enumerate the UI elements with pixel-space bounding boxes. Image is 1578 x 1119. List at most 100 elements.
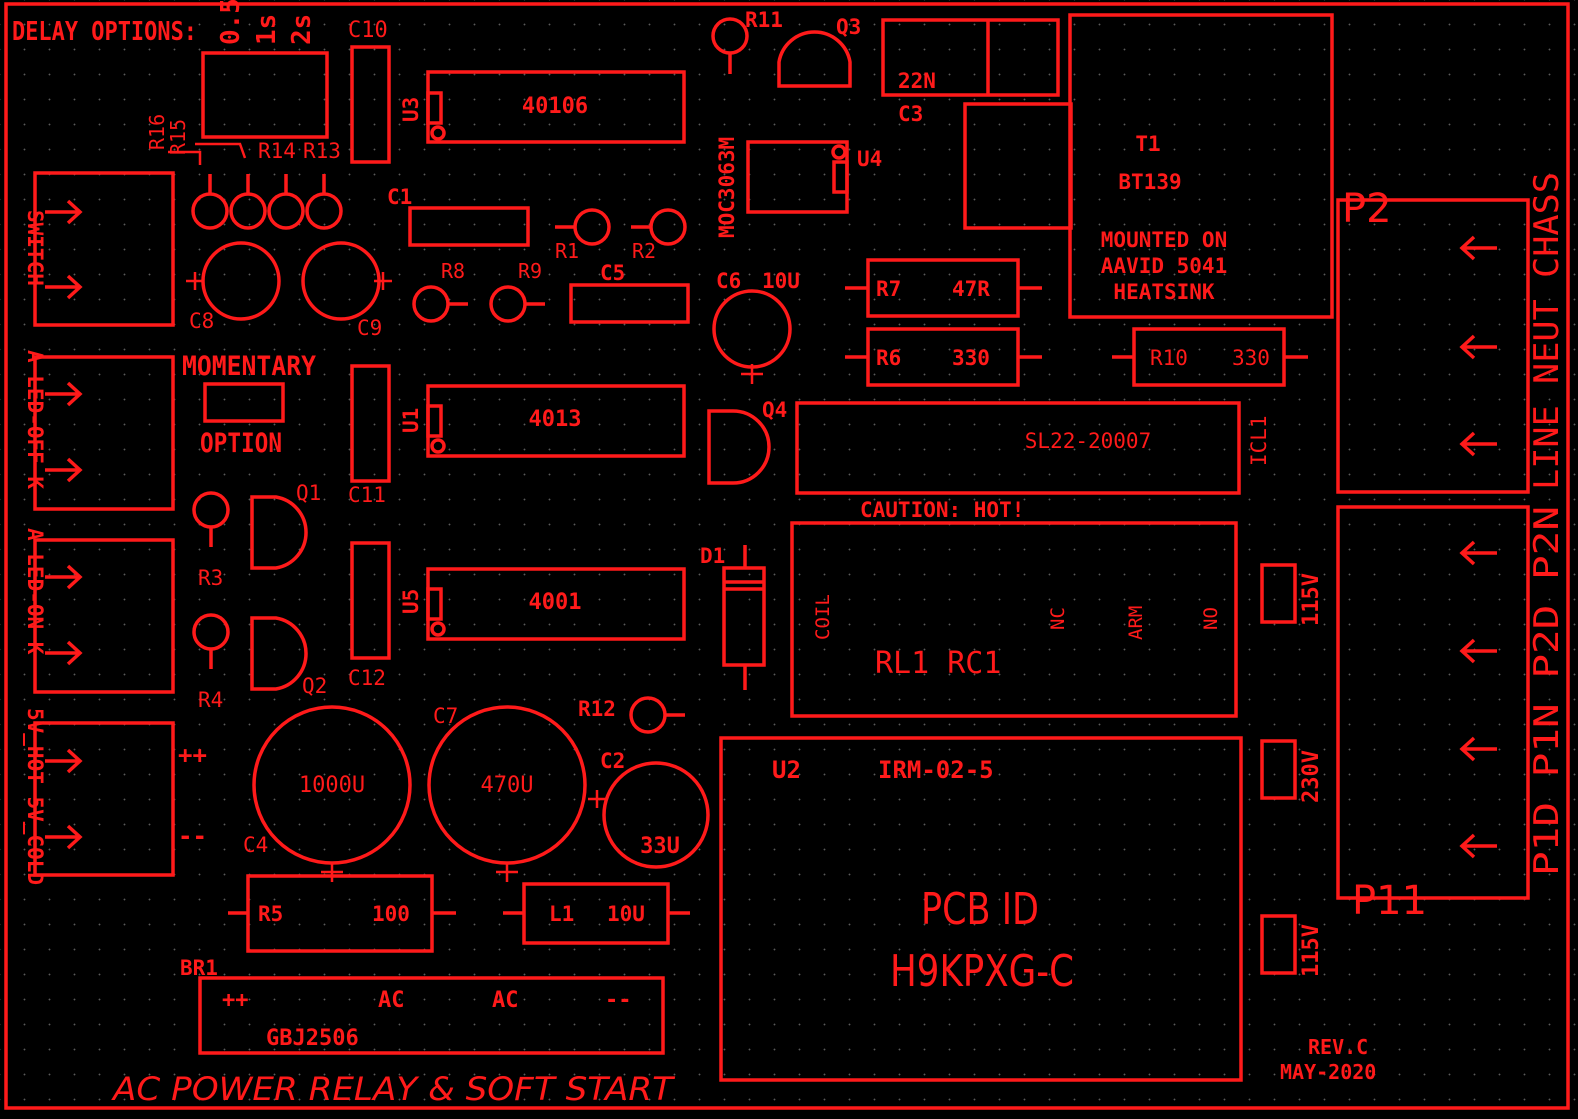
r15-label: R15: [166, 119, 190, 155]
led-off-connector: [33, 355, 175, 511]
option-label: OPTION: [200, 428, 282, 459]
v230-label: 230V: [1299, 750, 1324, 803]
q2-outline: [250, 616, 308, 691]
r11-label: R11: [745, 8, 783, 32]
momentary-label: MOMENTARY: [182, 351, 317, 382]
p2-arrows: [1459, 235, 1497, 457]
p2-connector: [1336, 198, 1530, 494]
c3-outline: [881, 18, 1060, 97]
c4-label: C4: [243, 833, 268, 857]
u2-value: IRM-02-5: [878, 756, 994, 784]
c12-outline: [350, 541, 391, 660]
led-off-label: A LED-OFF K: [23, 350, 47, 489]
c7-footprint: [427, 705, 587, 882]
relay-no-label: NO: [1200, 607, 1222, 630]
switch-arrows: [45, 199, 83, 300]
r10-footprint: [1112, 327, 1308, 387]
momentary-jumper: [203, 382, 285, 423]
u3-pin1: [430, 125, 446, 141]
delay-options-label: DELAY OPTIONS:: [12, 17, 197, 47]
u5-value: 4001: [529, 590, 582, 615]
r7-value: 47R: [952, 277, 990, 301]
delay-1s-label: 1s: [252, 14, 282, 45]
r10-label: R10: [1150, 346, 1188, 370]
c11-outline: [350, 364, 391, 483]
r11-footprint: [711, 17, 749, 74]
u4-label: U4: [857, 147, 882, 171]
led-off-arrows: [45, 381, 83, 483]
r15-r16-leaders: [168, 142, 247, 165]
delay-05-label: 0.5: [216, 0, 246, 45]
r6-label: R6: [876, 346, 901, 370]
r4-label: R4: [198, 688, 223, 712]
caution-label: CAUTION: HOT!: [860, 498, 1024, 522]
heatsink-line1: MOUNTED ON: [1101, 228, 1227, 252]
r1-footprint: [555, 208, 611, 246]
r14-label: R14: [258, 139, 296, 163]
supply-minus: --: [178, 822, 207, 850]
icl1-label: ICL1: [1247, 415, 1271, 466]
br1-value: GBJ2506: [266, 1026, 359, 1051]
r4-footprint: [192, 613, 230, 669]
relay-nc-label: NC: [1047, 607, 1069, 630]
c2-value: 33U: [640, 834, 680, 859]
board-title: AC POWER RELAY & SOFT START: [111, 1070, 676, 1108]
v115-bottom-label: 115V: [1299, 924, 1324, 977]
icl1-value: SL22-20007: [1025, 429, 1151, 453]
u3-label: U3: [399, 97, 423, 122]
q3-label: Q3: [836, 15, 861, 39]
u4-notch: [832, 160, 849, 194]
pcb-id-value: H9KPXG-C: [890, 946, 1074, 997]
br1-ac-2: AC: [492, 988, 519, 1013]
u3-value: 40106: [522, 94, 588, 119]
u4-value: MOC3063M: [715, 137, 739, 238]
l1-footprint: [503, 882, 690, 945]
c3-label: C3: [898, 102, 923, 126]
p2-pins-label: LINE NEUT CHASS: [1527, 172, 1567, 490]
r13-label: R13: [303, 139, 341, 163]
u1-value: 4013: [529, 407, 582, 432]
r5-value: 100: [372, 902, 410, 926]
switch-connector: [33, 171, 175, 327]
r1-label: R1: [555, 239, 579, 263]
r7-footprint: [845, 258, 1042, 318]
u5-pin1: [430, 621, 446, 637]
c1-outline: [408, 206, 530, 247]
r8-footprint: [412, 285, 468, 323]
u2-label: U2: [772, 756, 801, 784]
c4-footprint: [252, 705, 412, 882]
r7-label: R7: [876, 277, 901, 301]
c8-footprint: [186, 241, 281, 321]
br1-ac-1: AC: [378, 988, 405, 1013]
supply-label: 5V_HOT 5V_COLD: [23, 708, 47, 885]
c9-footprint: [301, 241, 392, 321]
u5-notch: [426, 587, 443, 621]
p11-pins-label: P1D P1N P2D P2N: [1527, 506, 1567, 876]
c10-label: C10: [348, 18, 388, 43]
led-on-arrows: [45, 564, 83, 666]
c1-label: C1: [387, 185, 412, 209]
c5-outline: [569, 283, 690, 324]
heatsink-line2: AAVID 5041: [1101, 254, 1227, 278]
u1-pin1: [430, 438, 446, 454]
p11-label: P11: [1352, 878, 1427, 924]
r5-label: R5: [258, 902, 283, 926]
r2-footprint: [631, 208, 687, 246]
r6-footprint: [845, 327, 1042, 387]
c9-label: C9: [357, 316, 382, 340]
r3-footprint: [192, 491, 230, 547]
u5-label: U5: [399, 589, 423, 614]
l1-value: 10U: [607, 902, 645, 926]
q2-label: Q2: [302, 674, 327, 698]
r9-footprint: [489, 285, 545, 323]
date-label: MAY-2020: [1280, 1060, 1376, 1084]
u2-outline: [719, 736, 1243, 1082]
supply-plus: ++: [178, 741, 207, 769]
c10-outline: [350, 45, 391, 164]
jumper-115v-bottom: [1260, 914, 1297, 975]
delay-jumper: [201, 51, 329, 139]
c4-value: 1000U: [299, 773, 365, 798]
u3-notch: [426, 91, 443, 125]
